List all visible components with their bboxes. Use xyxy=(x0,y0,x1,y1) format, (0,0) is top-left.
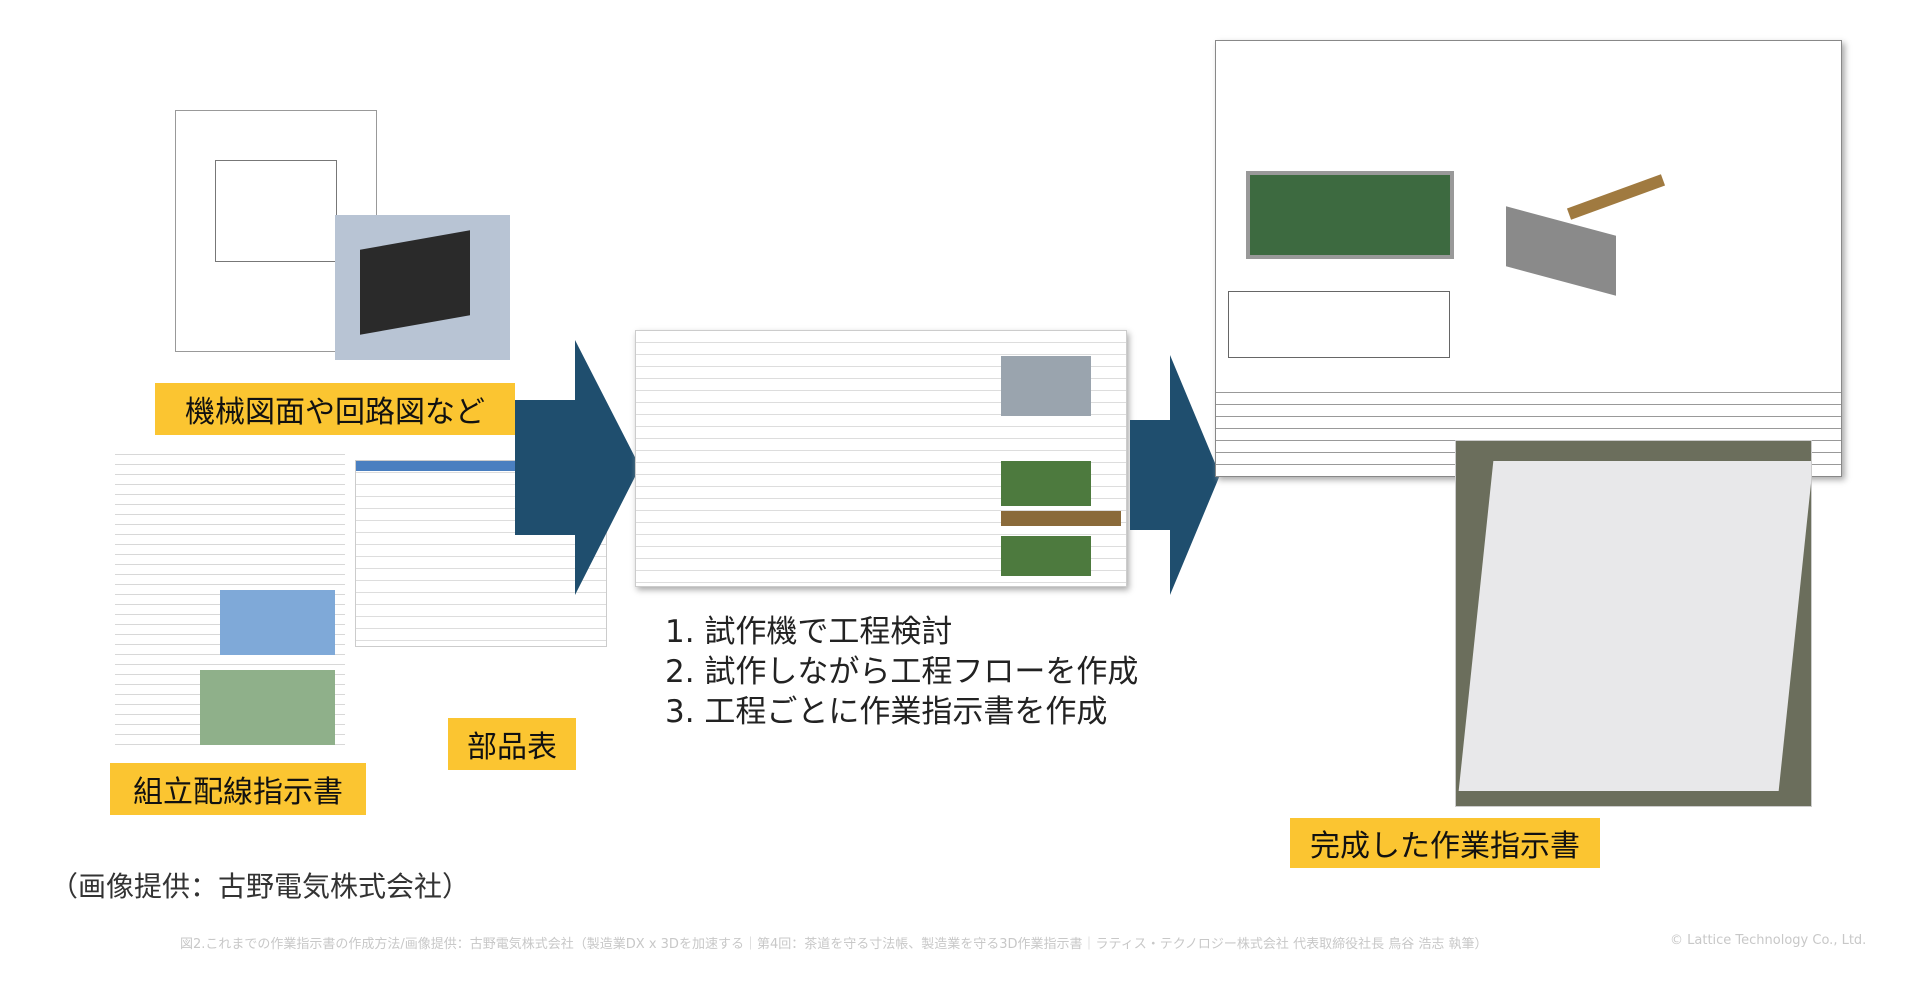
printed-manual-photo xyxy=(1455,440,1812,807)
arrow-right-icon xyxy=(515,340,640,595)
step-item: 2. 試作しながら工程フローを作成 xyxy=(665,654,1139,690)
image-credit: （画像提供：古野電気株式会社） xyxy=(50,870,471,903)
step-item: 3. 工程ごとに作業指示書を作成 xyxy=(665,694,1108,730)
copyright: © Lattice Technology Co., Ltd. xyxy=(1670,933,1867,948)
3d-model-image xyxy=(335,215,510,360)
mechanical-drawing-image xyxy=(165,100,515,360)
assembly-instruction-document xyxy=(115,445,345,750)
label-assembly-instructions: 組立配線指示書 xyxy=(110,763,366,815)
label-completed: 完成した作業指示書 xyxy=(1290,818,1600,868)
step-item: 1. 試作機で工程検討 xyxy=(665,614,953,650)
label-drawings: 機械図面や回路図など xyxy=(155,383,515,435)
figure-caption: 図2.これまでの作業指示書の作成方法/画像提供：古野電気株式会社（製造業DX x… xyxy=(180,937,1488,952)
label-parts-list: 部品表 xyxy=(448,718,576,770)
arrow-right-icon xyxy=(1130,355,1220,595)
work-instruction-sheet-image xyxy=(1215,40,1842,477)
process-spreadsheet-image xyxy=(635,330,1127,587)
process-steps-list: 1. 試作機で工程検討 2. 試作しながら工程フローを作成 3. 工程ごとに作業… xyxy=(665,612,1138,732)
